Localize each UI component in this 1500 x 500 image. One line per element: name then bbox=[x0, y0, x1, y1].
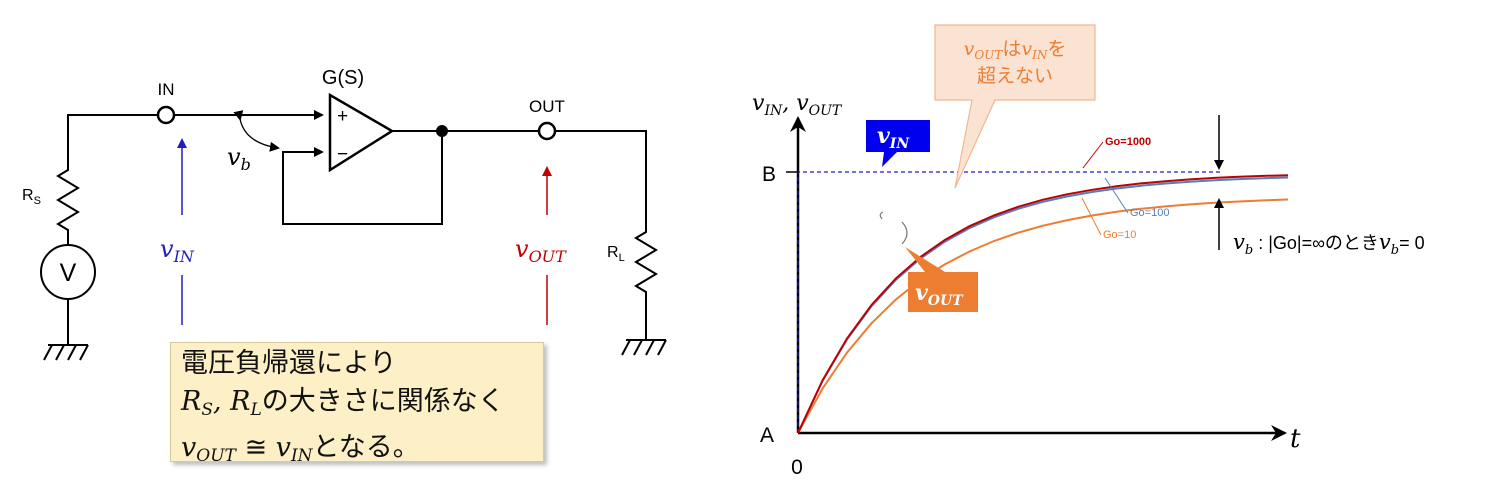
series-label-go100: Go=100 bbox=[1130, 207, 1169, 219]
series-leader-go10 bbox=[1081, 197, 1102, 236]
curve-go1000 bbox=[797, 174, 1289, 434]
response-curves bbox=[797, 174, 1289, 434]
rs-label: RS bbox=[22, 187, 41, 207]
y-axis-label: vIN, vOUT bbox=[752, 91, 843, 119]
explanation-note: 電圧負帰還により RS, RLの大きさに関係なく vOUT ≅ vINとなる。 bbox=[170, 342, 544, 466]
vout-box bbox=[905, 247, 978, 312]
note-line1: 電圧負帰還により bbox=[181, 348, 397, 379]
vout-label: vOUT bbox=[515, 235, 567, 266]
feedback-loop bbox=[282, 131, 443, 225]
in-label: IN bbox=[158, 80, 175, 99]
x-axis-label: t bbox=[1290, 424, 1301, 454]
vb-note: vb : |Go|=∞のときvb= 0 bbox=[1233, 230, 1425, 258]
ground-right bbox=[621, 339, 667, 356]
out-label: OUT bbox=[529, 97, 565, 116]
curve-go10 bbox=[797, 198, 1289, 434]
origin-label: 0 bbox=[791, 456, 803, 479]
callout-box bbox=[934, 24, 1096, 189]
vin-box bbox=[866, 120, 930, 167]
callout-line1: vOUTはvINを bbox=[964, 38, 1067, 62]
voltmeter-symbol: V bbox=[60, 259, 77, 287]
opamp-triangle bbox=[328, 92, 395, 173]
in-terminal bbox=[156, 105, 176, 125]
circuit-diagram bbox=[40, 92, 667, 361]
rs-resistor bbox=[56, 160, 80, 245]
series-label-go1000: Go=1000 bbox=[1105, 136, 1151, 148]
rl-label: RL bbox=[607, 244, 625, 264]
curve-bracket bbox=[879, 211, 908, 245]
series-label-go10: Go=10 bbox=[1103, 229, 1136, 241]
y-tick-a: A bbox=[760, 424, 774, 447]
series-leader-go100 bbox=[1104, 177, 1129, 214]
wire-out-to-load bbox=[555, 130, 647, 225]
callout-line2: 超えない bbox=[977, 65, 1053, 87]
minus-sign: − bbox=[337, 144, 348, 165]
out-terminal bbox=[537, 121, 557, 141]
vin-label: vIN bbox=[160, 235, 195, 266]
vb-arc bbox=[233, 110, 280, 152]
plus-sign: + bbox=[337, 106, 348, 127]
y-tick-b: B bbox=[762, 163, 776, 186]
wire-source-top bbox=[67, 114, 158, 160]
note-line3: vOUT ≅ vINとなる。 bbox=[181, 432, 420, 466]
series-leader-go1000 bbox=[1082, 141, 1104, 169]
note-line2: RS, RLの大きさに関係なく bbox=[181, 386, 505, 420]
response-chart bbox=[786, 115, 1289, 441]
rl-resistor bbox=[634, 225, 658, 330]
vb-label: vb bbox=[227, 143, 251, 174]
vin-box-label: vIN bbox=[877, 123, 910, 152]
amp-label: G(S) bbox=[322, 67, 364, 89]
vout-box-label: vOUT bbox=[915, 280, 964, 309]
ground-left bbox=[43, 344, 89, 361]
